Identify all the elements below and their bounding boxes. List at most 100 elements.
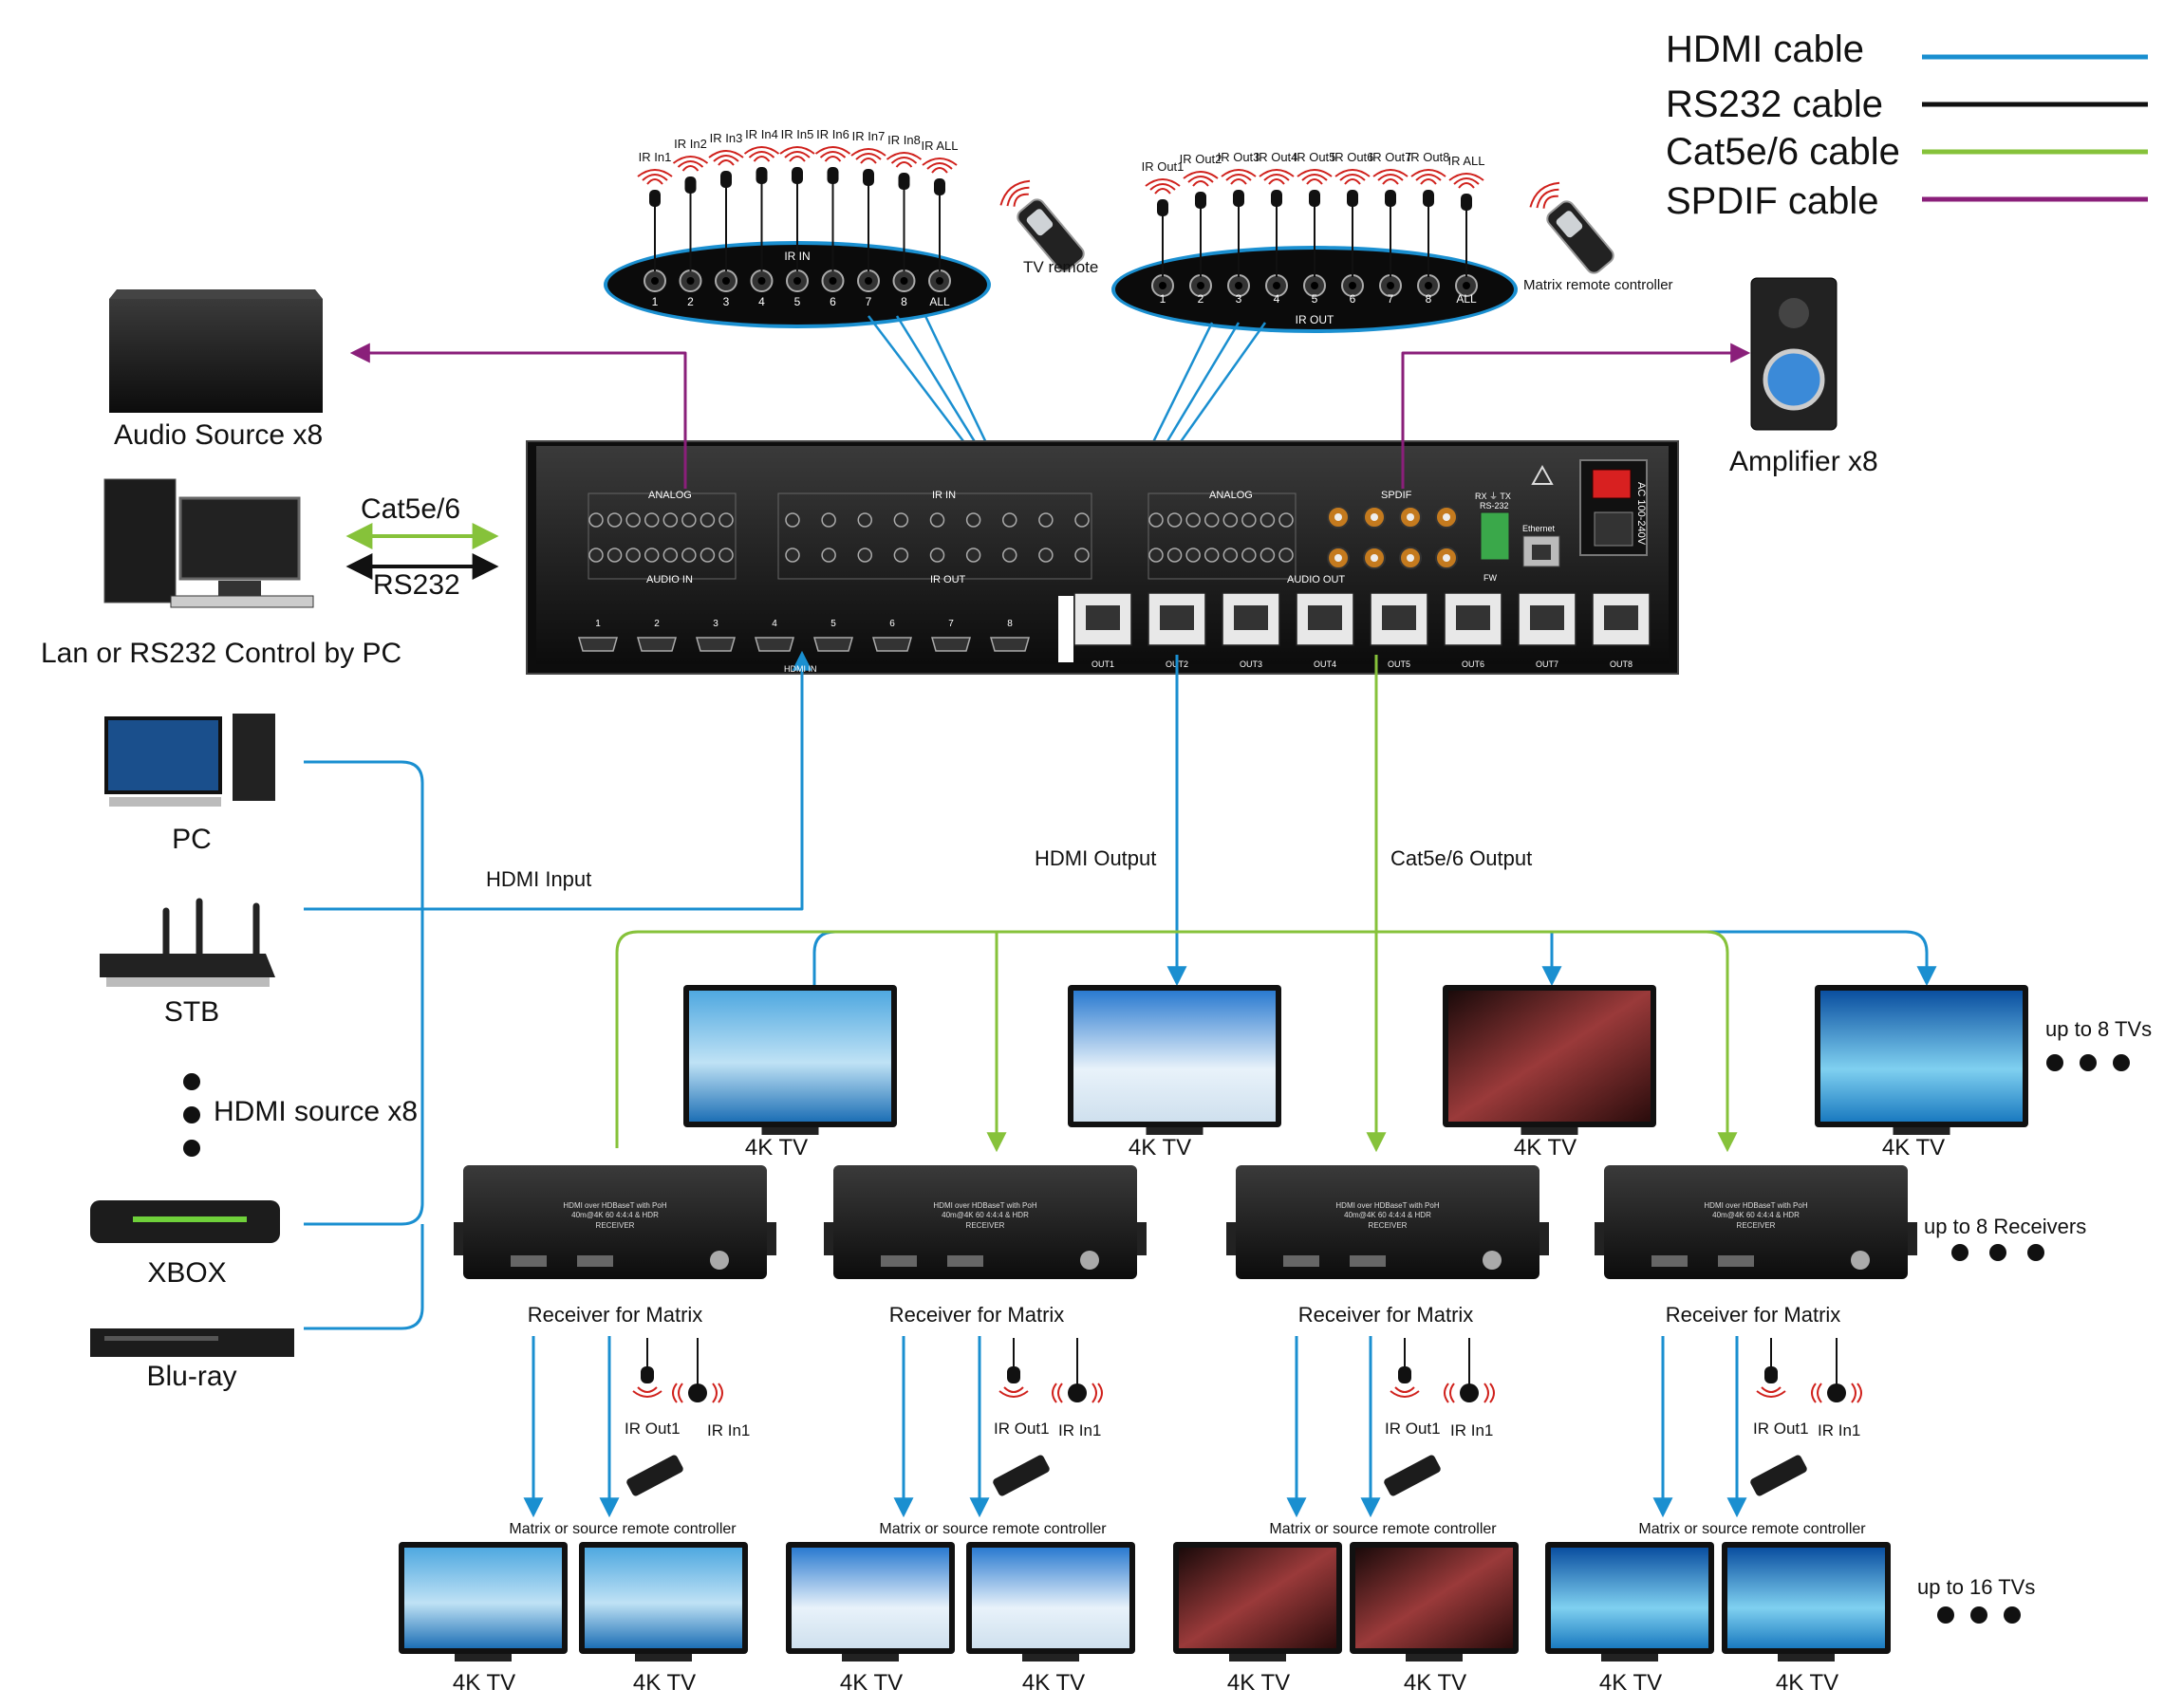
pc-control-label: Lan or RS232 Control by PC: [41, 638, 402, 669]
top-tv-4-stand: [1893, 1127, 1950, 1135]
ir-out-emitter-8-label: IR Out8: [1408, 150, 1450, 164]
legend-rs232-label: RS232 cable: [1666, 84, 1884, 125]
ir-out-emitter-4-label: IR Out4: [1256, 150, 1298, 164]
receiver-1-ir-in-wave-l1: [672, 1383, 678, 1403]
audio-in-jack-bot-1: [588, 548, 604, 563]
ir-in-port-num-1: 1: [652, 295, 659, 308]
ir-out-port-num-9: ALL: [1456, 292, 1477, 306]
pc-icon-tower: [233, 714, 275, 801]
audio-out-jack-top-4: [1203, 512, 1220, 528]
receiver-1-text3: RECEIVER: [596, 1221, 635, 1230]
tv-label-3: 4K TV: [1513, 1135, 1577, 1160]
ir-out-emitter-5-wave-1: [1301, 174, 1328, 181]
ir-in-jack-2: [821, 512, 836, 528]
bottom-tv-dot-2: [2004, 1606, 2021, 1624]
ir-out-emitter-3-wave-0: [1230, 178, 1247, 185]
receiver-3-ir-out-wave-0: [1394, 1386, 1415, 1393]
ir-out-port-num-2: 2: [1198, 292, 1204, 306]
ir-out-emitter-1-wave-0: [1154, 188, 1171, 195]
audio-out-jack-top-3: [1185, 512, 1201, 528]
ir-out-emitter-5-wave-2: [1297, 169, 1333, 177]
audio-out-jack-top-2: [1166, 512, 1183, 528]
receiver-2-ir-out-wave-0: [1003, 1386, 1024, 1393]
hdmi-sources-dot-2: [183, 1140, 200, 1157]
receiver-2-ir-in-wave-l1: [1052, 1383, 1057, 1403]
receiver-4-text3: RECEIVER: [1737, 1221, 1776, 1230]
stb-label: STB: [163, 996, 220, 1028]
ir-out-jack-8: [1038, 548, 1054, 563]
receiver-3-ir-out-head: [1398, 1366, 1411, 1383]
cat-output-label: Cat5e/6 Output: [1390, 846, 1533, 870]
hdmi-input-label: HDMI Input: [486, 867, 592, 891]
receiver-2-ir-in-wave-l0: [1057, 1383, 1063, 1403]
audio-out-jack-bot-1: [1148, 548, 1164, 563]
receiver-4-ir-out-head: [1764, 1366, 1778, 1383]
receiver-1-body: [463, 1165, 767, 1279]
ir-out-emitter-3-label: IR Out3: [1218, 150, 1260, 164]
audio-out-jack-bot-8: [1278, 548, 1294, 563]
ir-out-jack-9: [1074, 548, 1090, 563]
bottom-tv-1-stand: [455, 1654, 512, 1662]
hdmi-in-num-2: 2: [654, 619, 660, 629]
ir-in-emitter-3-wave-0: [718, 159, 735, 166]
tv-remote-icon-wave-1: [1006, 186, 1030, 207]
bottom-tvs-note: up to 16 TVs: [1917, 1575, 2036, 1599]
bottom-tv-5-stand: [1229, 1654, 1286, 1662]
ir-out-jack-hole-8: [1425, 282, 1432, 289]
hdmi-sources-dot-0: [183, 1073, 200, 1090]
spdif-pin-8: [1443, 554, 1450, 562]
hdbt-out-label-1: OUT1: [1092, 659, 1114, 669]
receivers-note: up to 8 Receivers: [1924, 1215, 2087, 1238]
audio-in-jack-top-7: [700, 512, 716, 528]
audio-in-jack-top-6: [681, 512, 697, 528]
pc-icon-keyboard: [109, 797, 221, 807]
panel-audio-out-label: AUDIO OUT: [1287, 574, 1346, 585]
pc-tower-icon: [103, 478, 177, 603]
receiver-3-ir-out-wave-1: [1390, 1390, 1420, 1398]
hdbt-out-label-3: OUT3: [1240, 659, 1262, 669]
bottom-tv-5-screen: [1179, 1548, 1336, 1648]
top-tv-1-stand: [761, 1127, 819, 1135]
receiver-4-ir-out-wave-1: [1756, 1390, 1786, 1398]
audio-in-jack-top-5: [662, 512, 679, 528]
hdbt-out-jack-6: [1456, 605, 1490, 630]
ir-out-jack-4: [893, 548, 909, 563]
spdif-pin-5: [1334, 554, 1342, 562]
hdbt-out-label-5: OUT5: [1388, 659, 1410, 669]
bluray-icon: [90, 1328, 294, 1357]
ir-out-emitter-7-wave-0: [1382, 178, 1399, 185]
ir-in-port-num-9: ALL: [929, 295, 950, 308]
hdbt-out-jack-1: [1086, 605, 1120, 630]
bottom-tv-label-6: 4K TV: [1403, 1670, 1467, 1696]
receiver-1-ir-in-wave-r1: [718, 1383, 723, 1403]
ir-in-emitter-6-label: IR In6: [816, 127, 849, 141]
ir-out-jack-hole-2: [1197, 282, 1204, 289]
hdbt-out-port-2: [1147, 592, 1206, 646]
hdbt-out-jack-4: [1308, 605, 1342, 630]
receiver-2-remote-icon: [993, 1455, 1050, 1496]
receiver-3-ir-in-wave-r0: [1483, 1383, 1489, 1403]
bottom-tv-1-screen: [404, 1548, 562, 1648]
ir-in-jack-hole-1: [651, 277, 659, 285]
ir-out-port-num-1: 1: [1160, 292, 1166, 306]
receiver-3-body: [1236, 1165, 1539, 1279]
receiver-3-ir-in-wave-l1: [1444, 1383, 1449, 1403]
receiver-3-hdmi-out-0: [1283, 1255, 1319, 1267]
hdbt-out-jack-2: [1160, 605, 1194, 630]
hdbt-out-jack-7: [1530, 605, 1564, 630]
amplifier-label: Amplifier x8: [1729, 446, 1878, 477]
hdmi-in-port-6: [872, 637, 912, 652]
audio-in-jack-bot-6: [681, 548, 697, 563]
ir-out-emitter-6-head: [1347, 190, 1358, 207]
ir-in-emitter-2-head: [684, 176, 697, 194]
bottom-tv-label-5: 4K TV: [1226, 1670, 1291, 1696]
ir-out-panel-title: IR OUT: [1296, 313, 1334, 326]
top-tv-2-stand: [1146, 1127, 1203, 1135]
hdbt-out-label-6: OUT6: [1462, 659, 1484, 669]
hdmi-in-num-6: 6: [889, 619, 895, 629]
receiver-4-body: [1604, 1165, 1908, 1279]
receiver-dot-2: [2027, 1244, 2044, 1261]
bottom-tv-label-4: 4K TV: [1021, 1670, 1086, 1696]
amplifier-tweeter: [1779, 298, 1809, 328]
